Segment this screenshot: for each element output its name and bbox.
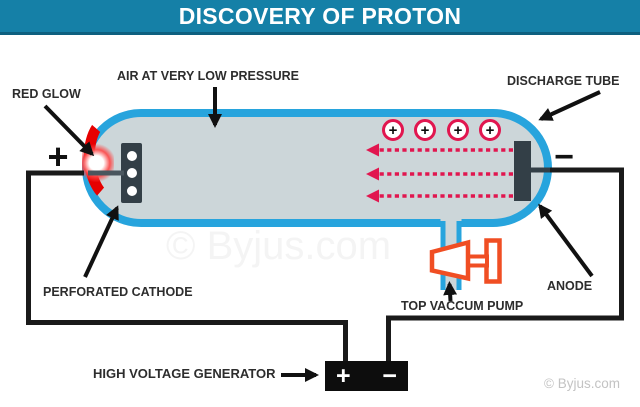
proton-symbol: +	[382, 119, 404, 141]
battery-plus-sign: +	[336, 361, 351, 390]
discharge-tube-arrow	[538, 90, 601, 121]
positive-terminal-sign: +	[47, 136, 69, 177]
label-arrows	[43, 87, 601, 382]
battery-minus-sign: −	[382, 361, 397, 390]
anode-arrow	[538, 203, 594, 278]
proton-beam-arrows	[366, 143, 513, 203]
title-bar: DISCOVERY OF PROTON	[0, 0, 640, 35]
cathode-hole	[126, 185, 137, 196]
proton-symbol: +	[479, 119, 501, 141]
cathode-wire	[26, 170, 348, 361]
red-glow-label: RED GLOW	[12, 87, 81, 101]
cathode-hole	[126, 168, 137, 178]
perforated-cathode-plate	[121, 143, 142, 203]
anode-label: ANODE	[547, 279, 593, 293]
vacuum-pump-icon	[429, 238, 502, 284]
perforated-cathode-label: PERFORATED CATHODE	[43, 285, 193, 299]
proton-symbol: +	[414, 119, 436, 141]
proton-symbol: +	[447, 119, 469, 141]
page-title: DISCOVERY OF PROTON	[178, 2, 462, 29]
anode-wire	[386, 167, 624, 361]
red-glow-arrow	[43, 104, 95, 157]
high-voltage-generator-battery: + −	[325, 361, 408, 391]
discharge-tube-label: DISCHARGE TUBE	[507, 74, 620, 88]
negative-terminal-sign: −	[554, 138, 574, 176]
generator-label: HIGH VOLTAGE GENERATOR	[93, 366, 276, 381]
vacuum-pump-label: TOP VACCUM PUMP	[401, 299, 524, 313]
vacuum-pump-arrow	[443, 281, 458, 302]
center-watermark: © Byjus.com	[166, 224, 392, 268]
cathode-hole	[126, 150, 137, 161]
anode-plate	[514, 141, 531, 201]
air-pressure-label: AIR AT VERY LOW PRESSURE	[117, 69, 299, 83]
perforated-cathode-arrow	[83, 205, 119, 278]
copyright-text: © Byjus.com	[544, 376, 620, 391]
